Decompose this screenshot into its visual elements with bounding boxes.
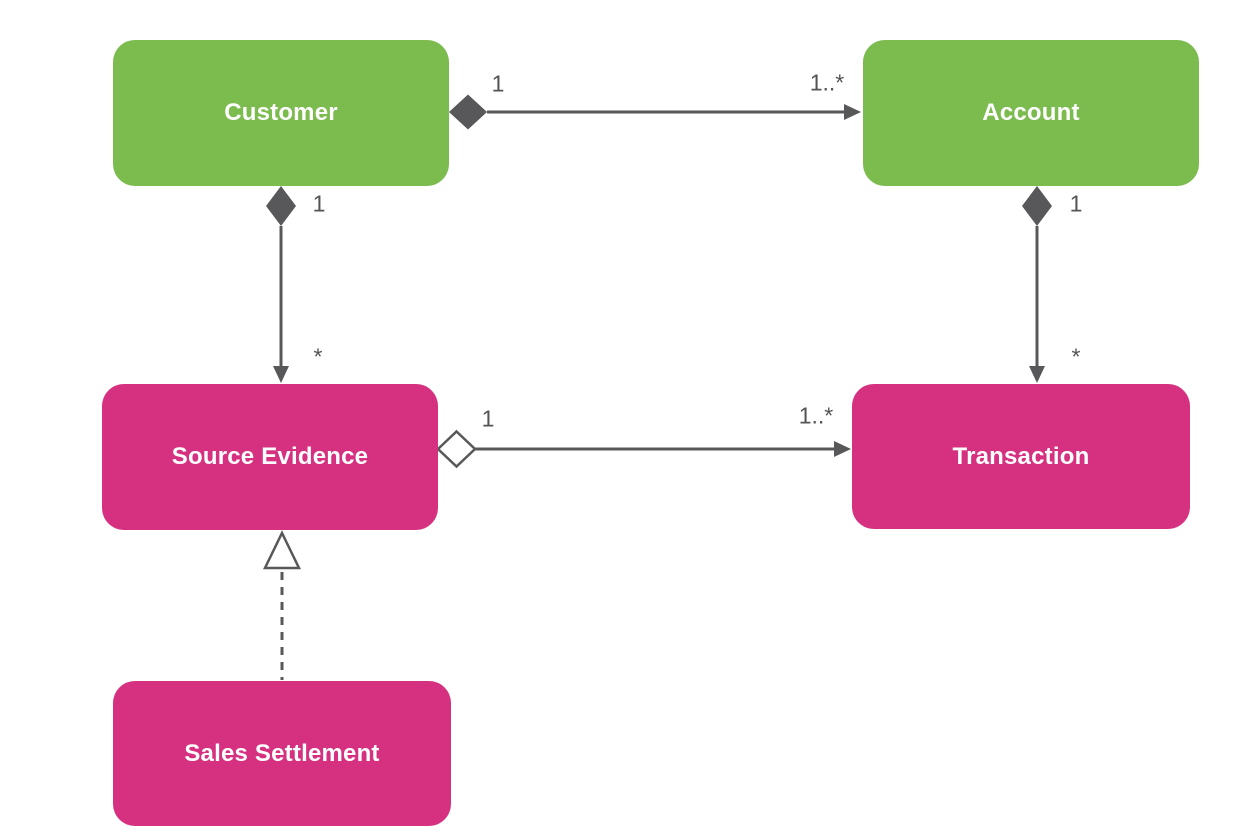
class-node-label: Transaction (952, 442, 1090, 470)
arrowhead-icon (834, 441, 851, 457)
composition-diamond-icon (1022, 186, 1052, 226)
class-node-account: Account (863, 40, 1199, 186)
arrowhead-icon (844, 104, 861, 120)
edge-source-evidence-transaction (436, 429, 851, 469)
multiplicity-source-evidence-side: * (313, 343, 323, 370)
multiplicity-transaction-side: * (1071, 343, 1081, 370)
arrowhead-icon (1029, 366, 1045, 383)
composition-diamond-icon (266, 186, 296, 226)
edge-sales-settlement-source-evidence (263, 530, 301, 680)
edge-account-transaction (1022, 186, 1052, 383)
multiplicity-source-evidence-side: 1 (481, 405, 495, 432)
multiplicity-transaction-side: 1..* (798, 402, 834, 429)
composition-diamond-icon (449, 94, 487, 130)
class-node-customer: Customer (113, 40, 449, 186)
multiplicity-customer-side: 1 (491, 70, 505, 97)
class-node-source-evidence: Source Evidence (102, 384, 438, 530)
edge-customer-account (449, 94, 861, 130)
aggregation-diamond-icon (436, 429, 477, 469)
multiplicity-account-side: 1..* (809, 69, 845, 96)
generalization-triangle-icon (263, 530, 301, 570)
class-node-sales-settlement: Sales Settlement (113, 681, 451, 826)
class-node-label: Account (982, 99, 1080, 126)
arrowhead-icon (273, 366, 289, 383)
class-node-label: Source Evidence (171, 443, 369, 470)
edge-customer-source-evidence (266, 186, 296, 383)
multiplicity-account-side: 1 (1069, 190, 1083, 217)
class-node-label: Customer (224, 99, 338, 126)
multiplicity-customer-side: 1 (312, 190, 326, 217)
class-node-transaction: Transaction (852, 384, 1190, 529)
class-node-label: Sales Settlement (184, 739, 380, 767)
